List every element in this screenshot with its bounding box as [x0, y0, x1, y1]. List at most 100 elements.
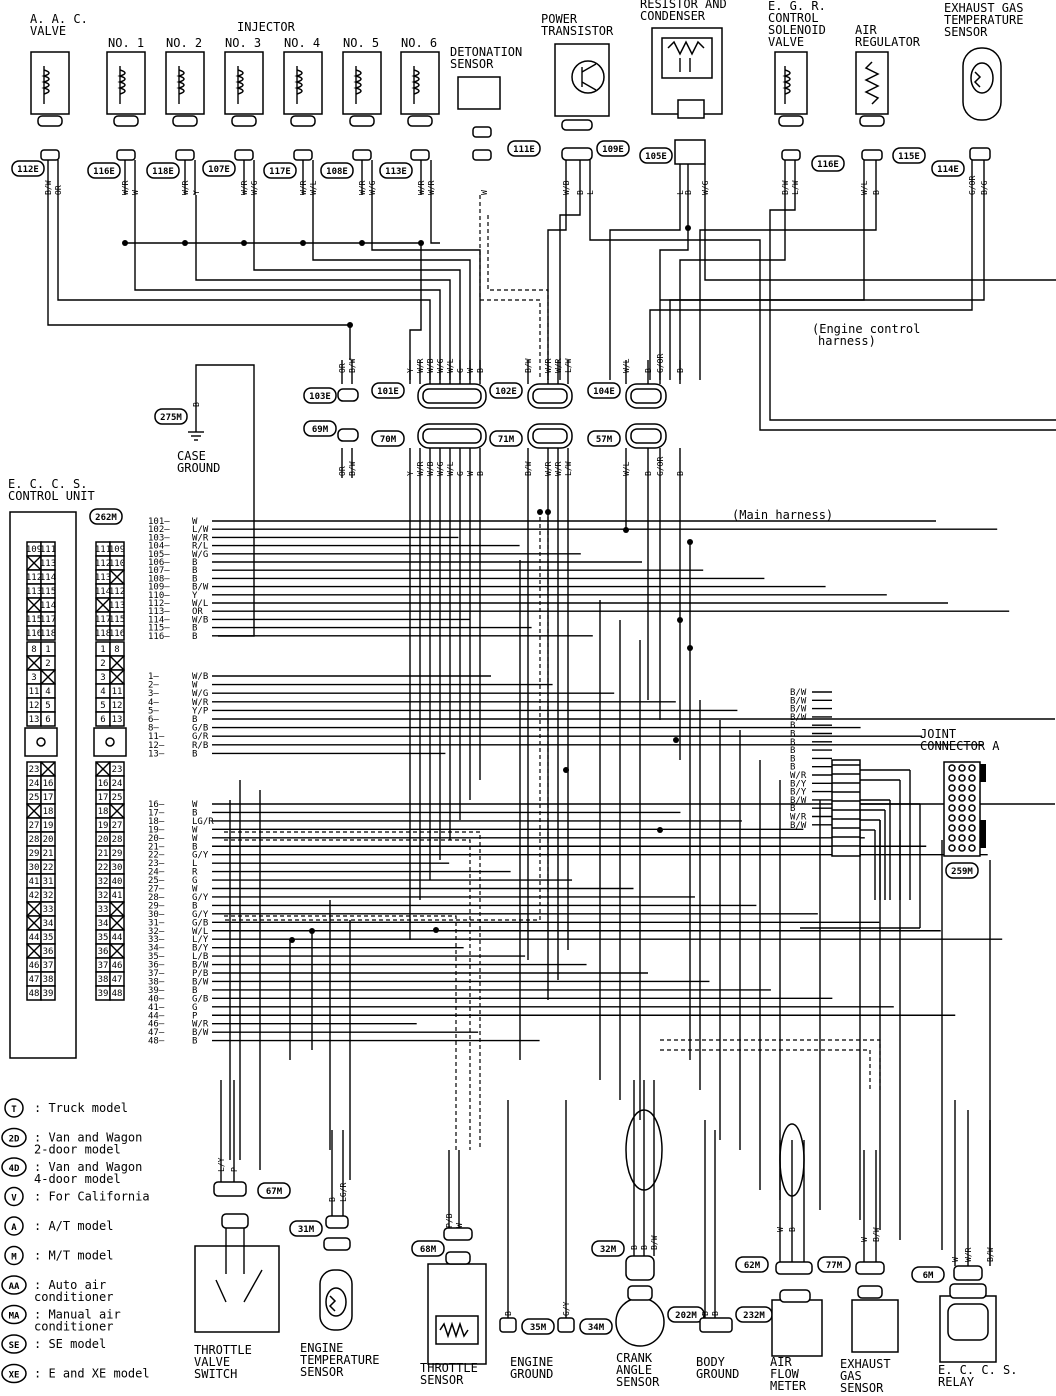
connector-ref-badge	[146, 162, 180, 179]
ecu-right-connector-pin: 11	[112, 687, 123, 697]
wire-color-label: B/W	[872, 1227, 881, 1242]
component-label-exh_temp: EXHAUST GAS	[944, 1, 1023, 15]
connector-ref-label: 114E	[937, 165, 959, 175]
legend-text: : For California	[34, 1190, 150, 1204]
connector-plug	[677, 99, 705, 119]
component-label-eng_temp: ENGINE	[300, 1341, 343, 1355]
wire-color-label: B	[476, 471, 485, 476]
legend-symbol	[4, 1245, 24, 1266]
joint-wire-color: B/Y	[790, 788, 807, 798]
ecu-left-connector-pin: 113	[26, 587, 42, 597]
crank-angle-sensor-body	[615, 1297, 665, 1347]
wire-color-label: L/W	[791, 180, 800, 195]
ecu-right-connector-pin: 113	[109, 601, 125, 611]
joint-connector-a-pin	[968, 774, 976, 782]
solenoid-body	[342, 51, 382, 115]
wire-color-label: W/R	[416, 461, 425, 476]
connector-ref-badge	[945, 862, 979, 879]
connector-ref-badge	[320, 162, 354, 179]
connector-102E-inner	[532, 388, 568, 404]
ecu-left-connector-pin: 112	[26, 573, 42, 583]
wire-color-label: W/L	[446, 358, 455, 373]
ecu-lower-pin-number: 27—	[148, 885, 165, 895]
ecu-left-connector-pin: 109	[26, 545, 42, 555]
ecu-left-connector-pin: 114	[40, 573, 56, 583]
ecu-right-connector-pin: 115	[109, 615, 125, 625]
component-label-no3: NO. 3	[225, 36, 261, 50]
ecu-lower-pin-color: L	[192, 859, 197, 869]
wire-color-label: B	[644, 368, 653, 373]
ecu-lower-pin-color: W	[192, 800, 198, 810]
ecu-mid-pin-color: G/B	[192, 724, 208, 734]
ecu-right-connector-pin: 113	[95, 573, 111, 583]
ecu-right-connector-pin: 32	[98, 877, 109, 887]
ecu-right-connector-pin: 16	[98, 779, 109, 789]
ecu-right-connector-pin: 18	[98, 807, 109, 817]
connector-plug	[37, 115, 63, 127]
ecu-upper-pin-number: 106—	[148, 558, 170, 568]
junction-dot	[687, 645, 693, 651]
wire	[679, 160, 786, 380]
ecu-mid-pin-number: 3—	[148, 689, 159, 699]
connector-ref-label: 35M	[530, 1323, 547, 1333]
ecu-left-connector-pin: 117	[40, 615, 56, 625]
wire-color-label: W/R	[240, 180, 249, 195]
wire	[559, 160, 581, 380]
connector-ref-label: 69M	[312, 425, 329, 435]
component-label-exh_temp: TEMPERATURE	[944, 13, 1023, 27]
joint-connector-a-pin	[968, 824, 976, 832]
throttle-potentiometer	[435, 1315, 479, 1345]
junction-dot	[182, 240, 188, 246]
joint-wire-color: B/W	[790, 688, 807, 698]
shielded-wire	[660, 1049, 871, 1090]
switch-blade	[215, 1279, 227, 1303]
ecu-right-connector-pin: 8	[114, 645, 119, 655]
ecu-right-connector-pin: 32	[98, 891, 109, 901]
connector-plug	[410, 149, 430, 161]
wire-color-label: B	[328, 1197, 337, 1202]
wire-color-label: W/R	[121, 180, 130, 195]
component-label-relay: E. C. C. S.	[938, 1363, 1017, 1377]
wire-color-label: B/W	[781, 180, 790, 195]
connector-ref-badge	[371, 382, 405, 399]
connector-102E	[527, 383, 573, 409]
ecu-upper-pin-color: B	[192, 566, 197, 576]
ecu-right-connector-pin: 6	[100, 715, 105, 725]
wire-color-label: W/R	[544, 461, 553, 476]
joint-connector-a-pin	[968, 784, 976, 792]
ecu-lower-pin-number: 46—	[148, 1020, 165, 1030]
ecu-right-connector-pin: 1	[100, 645, 105, 655]
connector-plug	[443, 1227, 473, 1241]
solenoid-body	[400, 51, 440, 115]
ecu-left-connector-pin: 47	[29, 975, 40, 985]
connector-57M-inner	[630, 428, 662, 444]
component-label-tvs: SWITCH	[194, 1367, 237, 1381]
connector-ref-label: 104E	[593, 387, 615, 397]
wire-color-label: P/B	[445, 1213, 454, 1228]
air-flow-meter-body	[771, 1299, 823, 1357]
joint-connector-a-pin	[958, 834, 966, 842]
ecu-mid-pin-number: 13—	[148, 749, 165, 759]
junction-dot	[673, 737, 679, 743]
connector-ref-label: 105E	[645, 152, 667, 162]
wire-color-label: W/R	[181, 180, 190, 195]
ecu-right-connector-pin: 41	[112, 891, 123, 901]
ecu-left-connector-pin: 21	[43, 849, 54, 859]
wire	[699, 160, 877, 380]
legend-symbol	[1, 1157, 27, 1177]
joint-connector-a-pin	[948, 784, 956, 792]
legend-symbol-label: V	[11, 1194, 17, 1204]
legend-symbol-label: MA	[9, 1312, 20, 1322]
cell-cross	[95, 761, 111, 777]
connector-ref-label: 275M	[160, 413, 182, 423]
connector-ref-label: 32M	[600, 1245, 617, 1255]
ecu-right-connector-pin: 22	[98, 863, 109, 873]
ecu-lower-pin-color: B	[192, 986, 197, 996]
cell-cross	[109, 901, 125, 917]
ecu-right-connector-pin: 39	[98, 989, 109, 999]
wire-color-label: G/OR	[656, 457, 665, 476]
legend-symbol	[4, 1098, 24, 1118]
ecu-left-connector-pin: 3	[31, 673, 36, 683]
junction-dot	[657, 827, 663, 833]
